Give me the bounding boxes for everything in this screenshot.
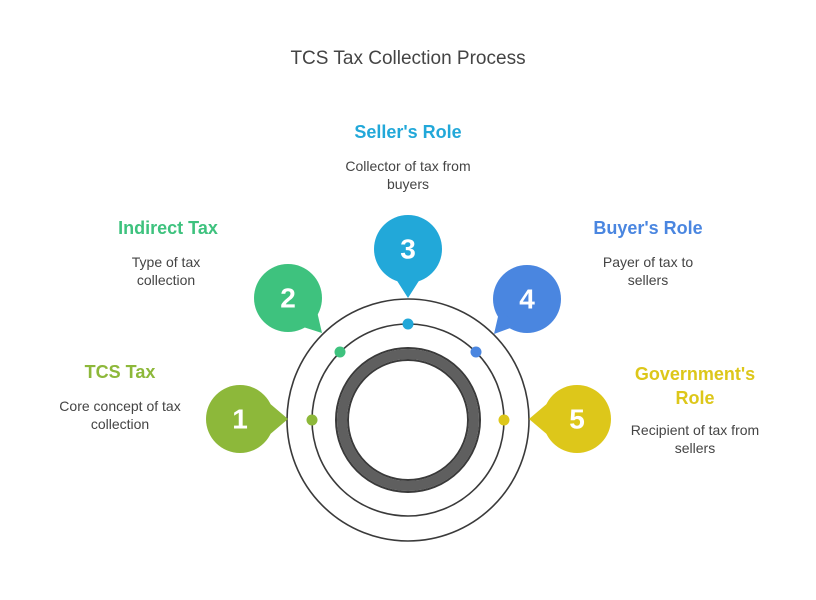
step-3-dot	[402, 318, 414, 330]
diagram-title: TCS Tax Collection Process	[290, 48, 526, 69]
step-1-title: TCS Tax	[84, 362, 156, 382]
step-2-title: Indirect Tax	[118, 218, 218, 238]
center-ring-outline-inner	[347, 359, 469, 481]
step-5-number: 5	[569, 404, 585, 435]
step-4-dot	[470, 346, 482, 358]
step-4-title: Buyer's Role	[593, 218, 703, 238]
step-2-number: 2	[280, 283, 296, 314]
step-5-title: Government's Role	[634, 364, 756, 408]
step-4-number: 4	[519, 284, 535, 315]
step-1-description: Core concept of tax collection	[59, 398, 181, 432]
step-4-description: Payer of tax to sellers	[602, 254, 694, 288]
center-ring-outline-outer	[335, 347, 481, 493]
step-5-badge: 5	[529, 385, 611, 453]
step-1-badge: 1	[206, 385, 288, 453]
step-2-dot	[334, 346, 346, 358]
center-ring	[337, 349, 479, 491]
step-1-dot	[306, 414, 318, 426]
step-5-dot	[498, 414, 510, 426]
step-3-number: 3	[400, 234, 416, 265]
step-3-badge: 3	[374, 215, 442, 298]
step-2-description: Type of tax collection	[131, 254, 201, 288]
step-3-description: Collector of tax from buyers	[345, 158, 471, 192]
step-2-badge: 2	[254, 264, 322, 333]
step-3-title: Seller's Role	[354, 122, 462, 142]
step-4-badge: 4	[493, 265, 561, 334]
step-1-number: 1	[232, 404, 248, 435]
outer-ring	[286, 298, 530, 542]
step-5-description: Recipient of tax from sellers	[630, 422, 760, 456]
